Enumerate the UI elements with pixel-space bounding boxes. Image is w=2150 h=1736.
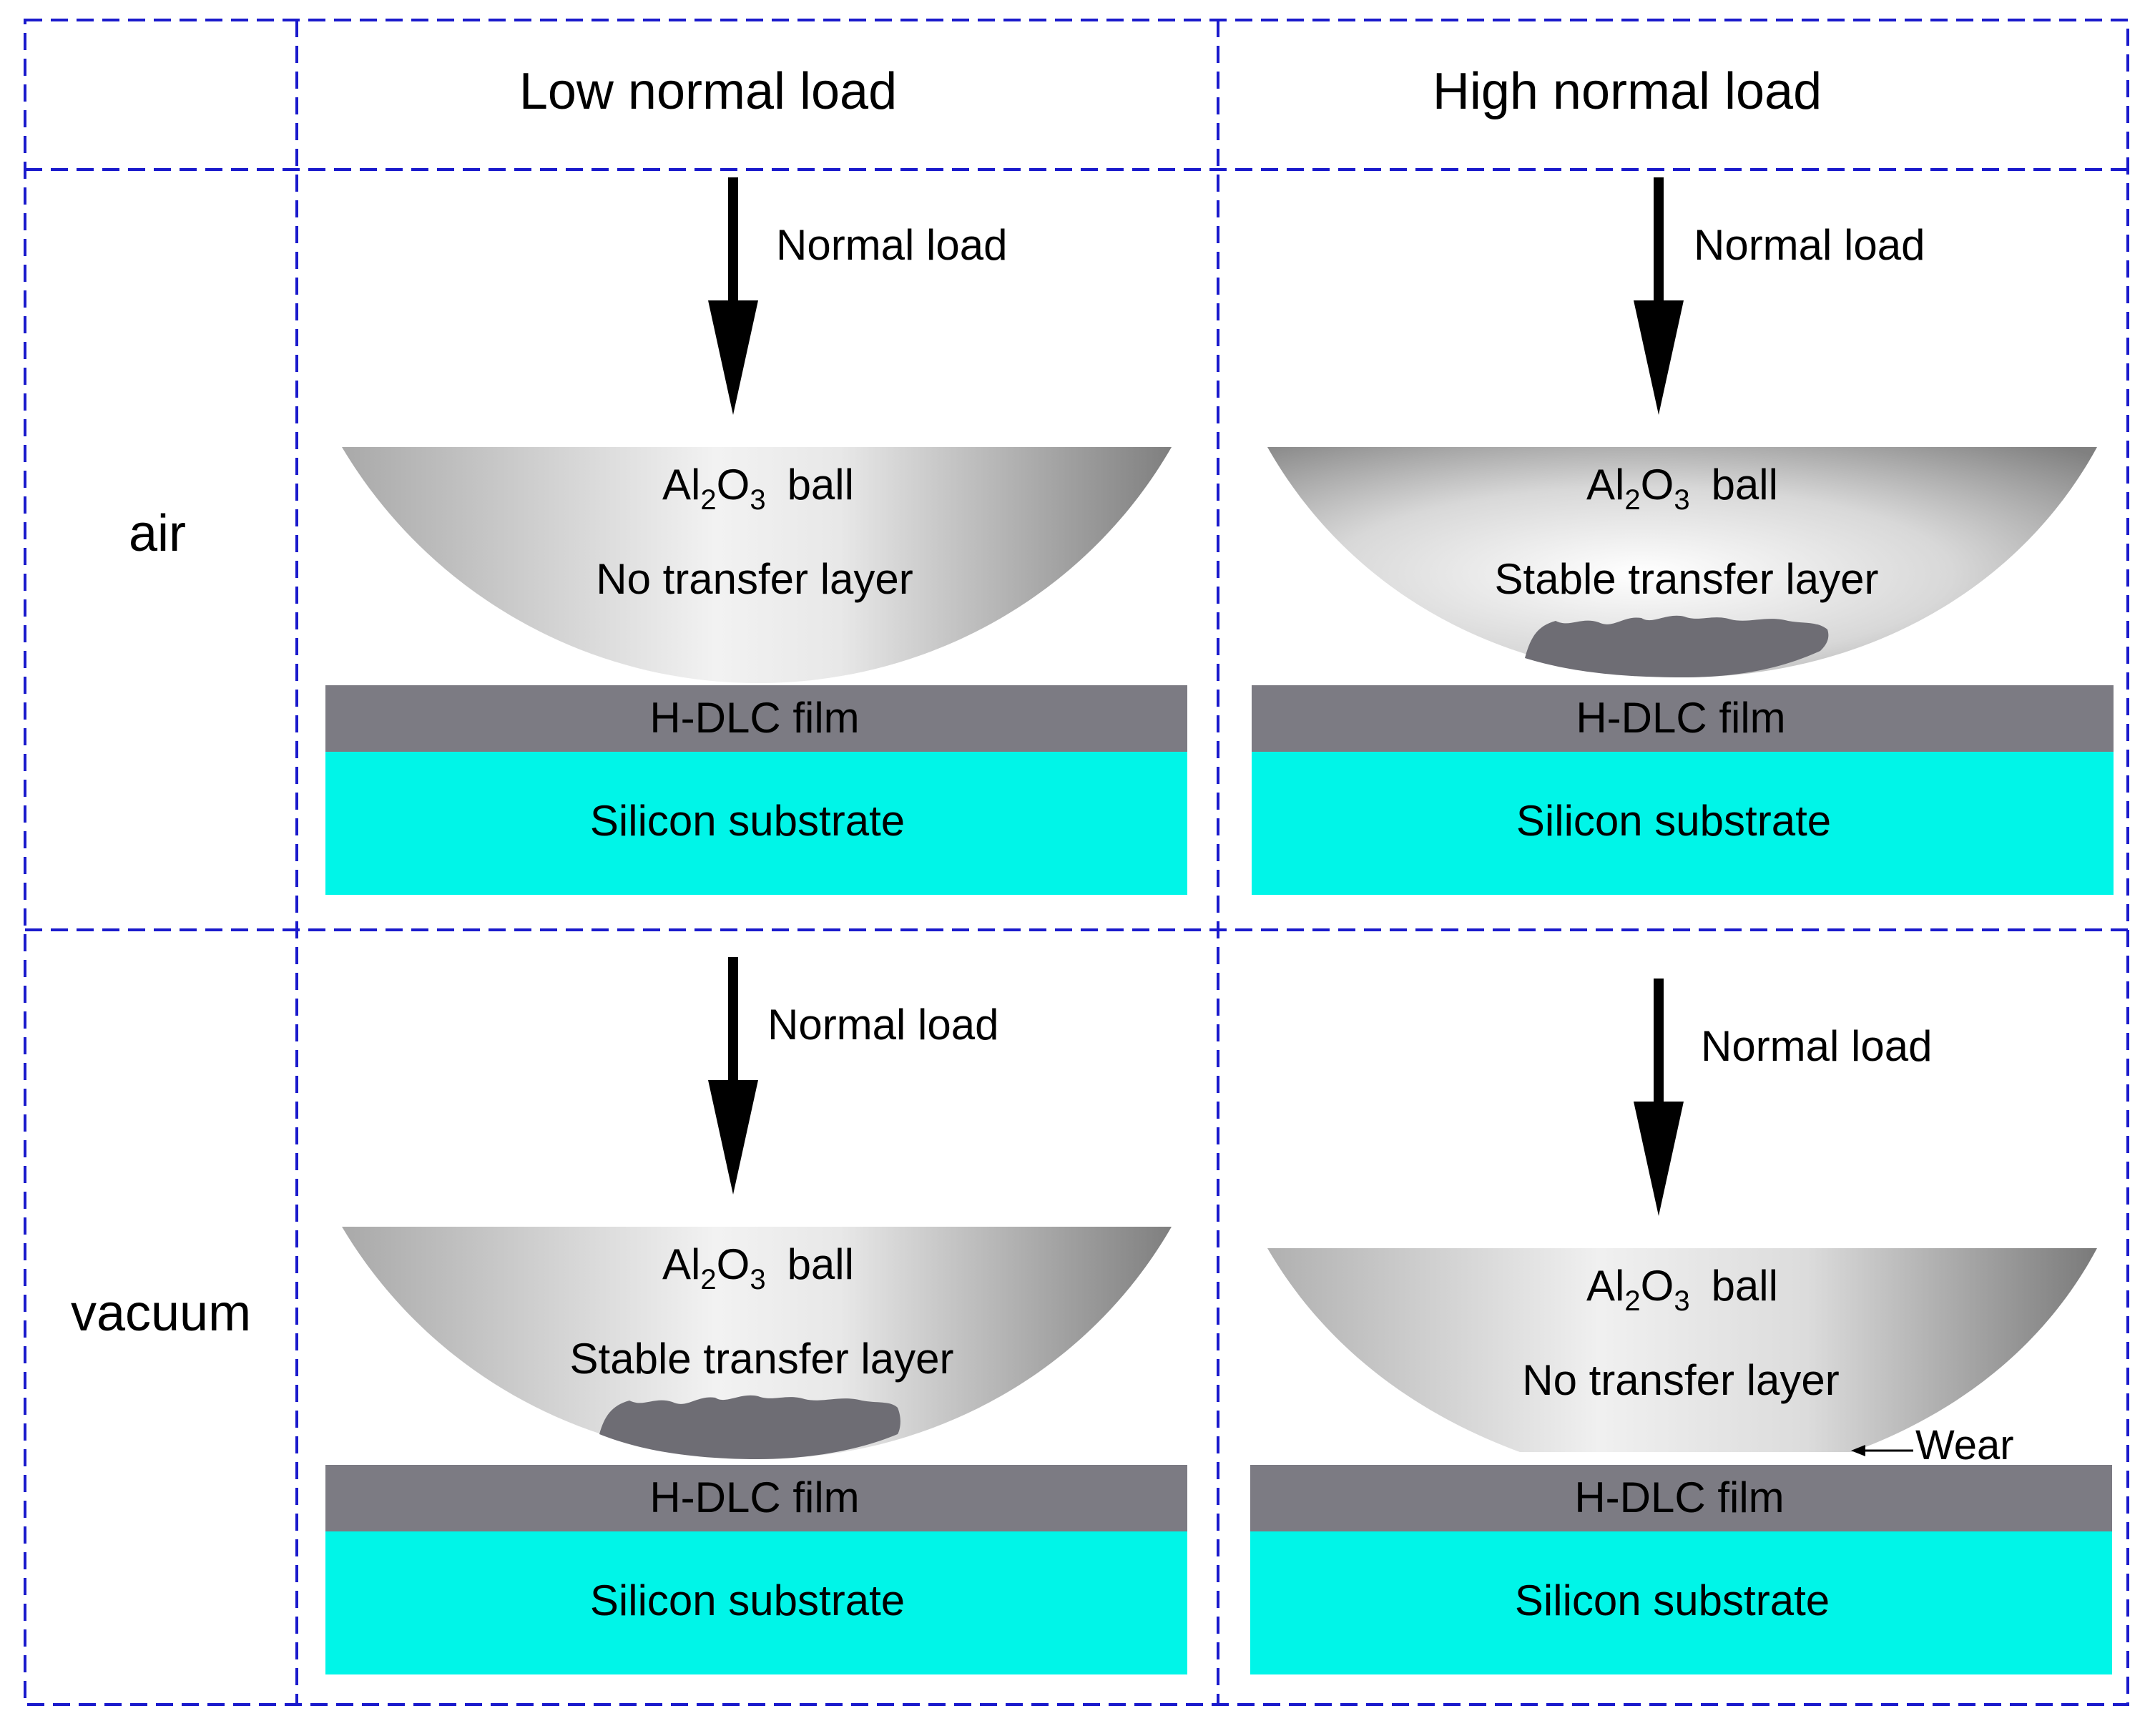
normal-load-arrow xyxy=(1634,979,1684,1216)
silicon-substrate xyxy=(325,752,1187,895)
silicon-substrate-label: Silicon substrate xyxy=(590,1576,905,1624)
row-label-air: air xyxy=(129,505,186,562)
column-header-high: High normal load xyxy=(1433,63,1822,120)
wear-label: Wear xyxy=(1915,1422,2014,1468)
h-dlc-film-label: H-DLC film xyxy=(1574,1473,1784,1521)
h-dlc-film xyxy=(1252,685,2114,752)
transfer-layer-label: Stable transfer layer xyxy=(1495,555,1879,603)
normal-load-label: Normal load xyxy=(776,221,1007,269)
row-label-vacuum: vacuum xyxy=(71,1285,251,1342)
normal-load-arrow xyxy=(708,957,758,1195)
h-dlc-film-label: H-DLC film xyxy=(649,694,859,742)
transfer-layer-label: No transfer layer xyxy=(596,555,913,603)
wear-arrow xyxy=(1851,1445,1913,1456)
al2o3-ball xyxy=(342,447,1172,683)
normal-load-label: Normal load xyxy=(1701,1022,1932,1070)
transfer-layer-label: No transfer layer xyxy=(1522,1356,1840,1404)
silicon-substrate-label: Silicon substrate xyxy=(1516,797,1831,845)
column-header-low: Low normal load xyxy=(519,63,897,120)
silicon-substrate-label: Silicon substrate xyxy=(590,797,905,845)
h-dlc-film-label: H-DLC film xyxy=(649,1473,859,1521)
al2o3-ball xyxy=(342,1227,1172,1459)
silicon-substrate-label: Silicon substrate xyxy=(1515,1576,1830,1624)
h-dlc-film-label: H-DLC film xyxy=(1576,694,1785,742)
al2o3-ball xyxy=(1267,447,2097,677)
al2o3-ball xyxy=(1267,1248,2097,1452)
normal-load-arrow xyxy=(708,177,758,415)
h-dlc-film xyxy=(325,1465,1187,1531)
silicon-substrate xyxy=(325,1531,1187,1674)
transfer-layer xyxy=(599,1395,900,1459)
h-dlc-film xyxy=(325,685,1187,752)
normal-load-label: Normal load xyxy=(1694,221,1925,269)
normal-load-arrow xyxy=(1634,177,1684,415)
normal-load-label: Normal load xyxy=(767,1001,998,1049)
transfer-layer xyxy=(1525,615,1829,677)
silicon-substrate xyxy=(1250,1531,2112,1674)
grid-lines xyxy=(24,19,2129,1706)
silicon-substrate xyxy=(1252,752,2114,895)
h-dlc-film xyxy=(1250,1465,2112,1531)
transfer-layer-label: Stable transfer layer xyxy=(570,1335,954,1383)
